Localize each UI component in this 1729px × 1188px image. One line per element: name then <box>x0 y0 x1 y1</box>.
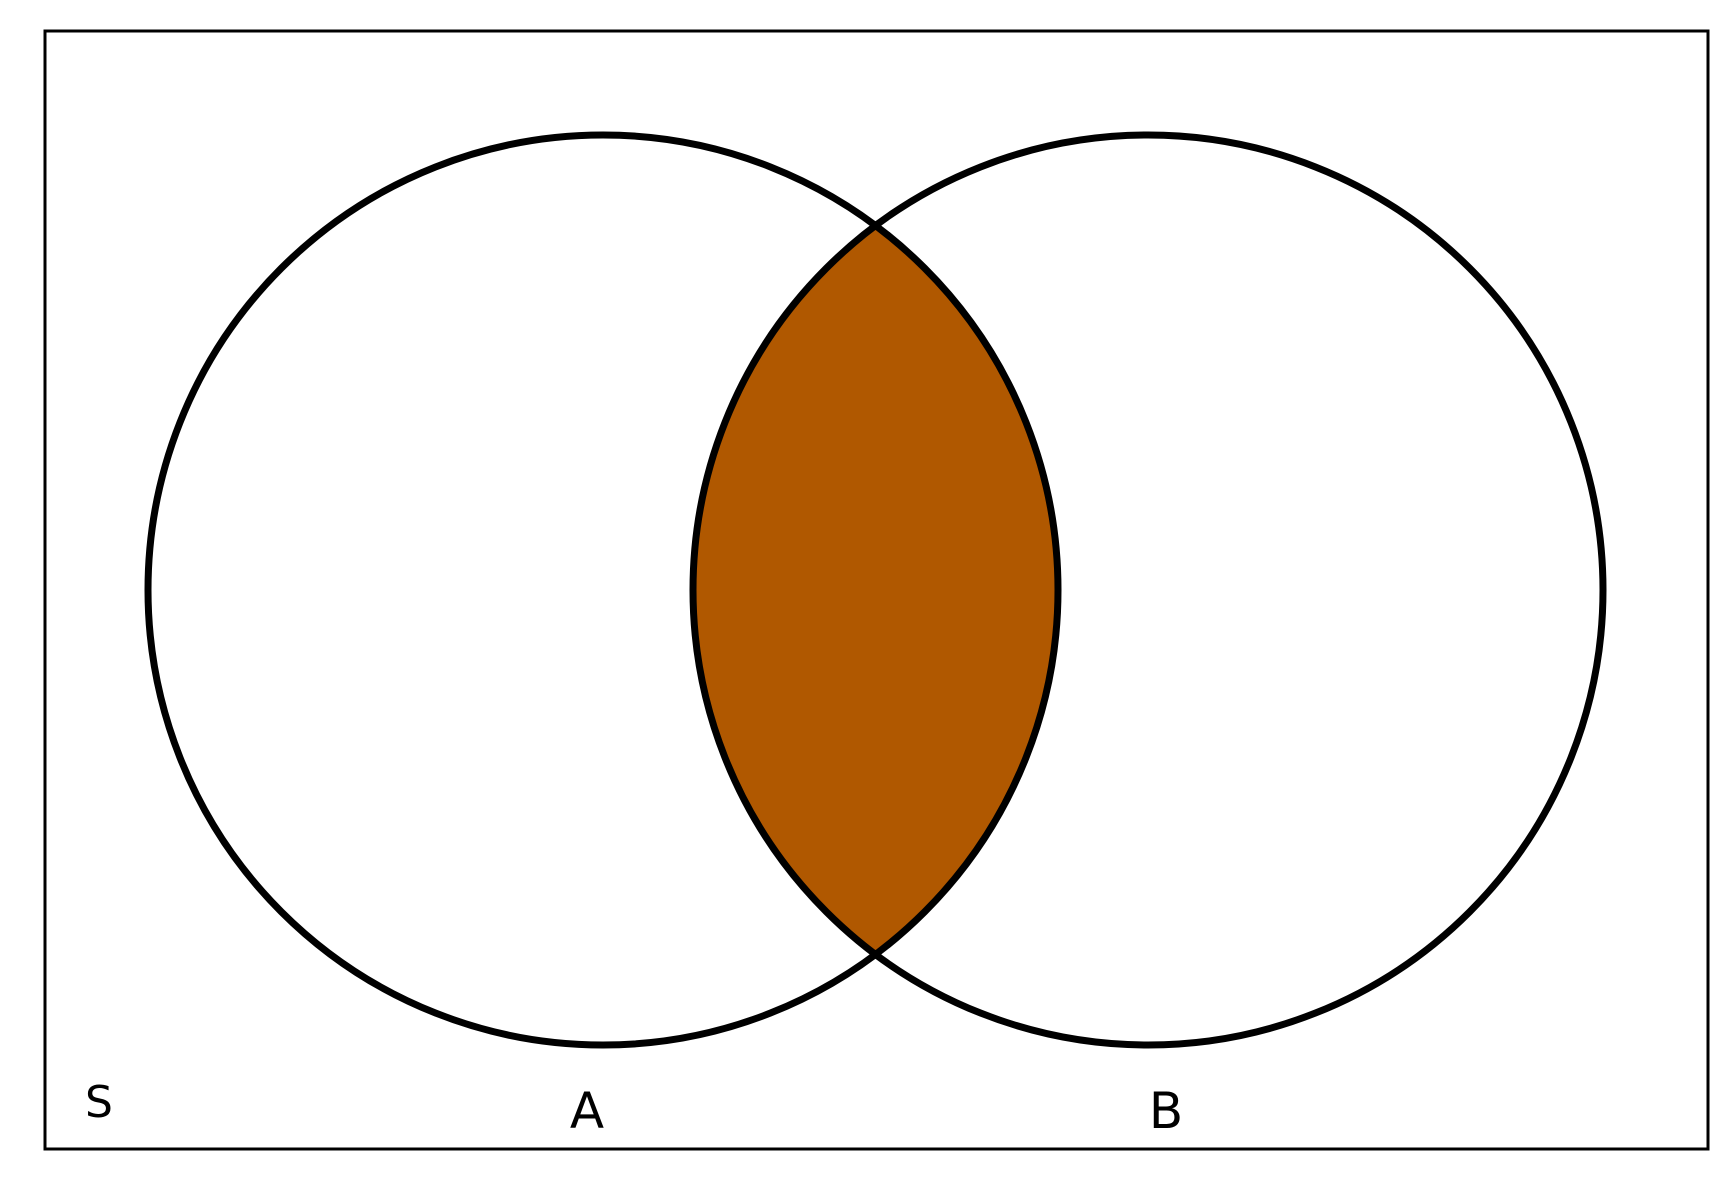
set-b-label: B <box>1149 1082 1183 1140</box>
universe-rectangle <box>43 29 1710 1151</box>
universe-label: S <box>85 1077 113 1128</box>
set-a-circle <box>144 131 1062 1049</box>
set-b-circle <box>689 131 1607 1049</box>
intersection-region <box>693 135 1058 1045</box>
set-a-label: A <box>570 1082 604 1140</box>
